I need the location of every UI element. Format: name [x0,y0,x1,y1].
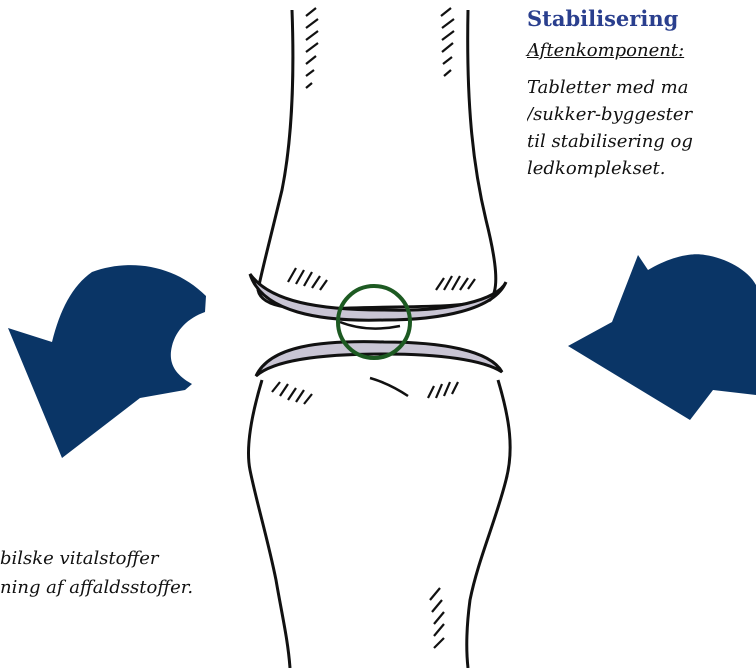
curved-arrow-left-icon [8,265,206,458]
left-note-text: bilske vitalstoffer ning af affaldsstoff… [0,544,290,602]
upper-bone-outline [258,10,496,309]
section-heading: Stabilisering [527,6,678,31]
curved-arrow-right-icon [568,254,756,420]
description-line: til stabilisering og [527,128,756,155]
description-line: Tabletter med ma [527,74,756,101]
lower-bone-hatching [272,382,458,648]
left-note-line: bilske vitalstoffer [0,544,290,573]
left-note-line: ning af affaldsstoffer. [0,573,290,602]
component-label: Aftenkomponent: [527,40,684,61]
lower-bone-outline [249,380,511,668]
description-line: ledkomplekset. [527,155,756,182]
description-text: Tabletter med ma /sukker-byggester til s… [527,74,756,182]
description-line: /sukker-byggester [527,101,756,128]
